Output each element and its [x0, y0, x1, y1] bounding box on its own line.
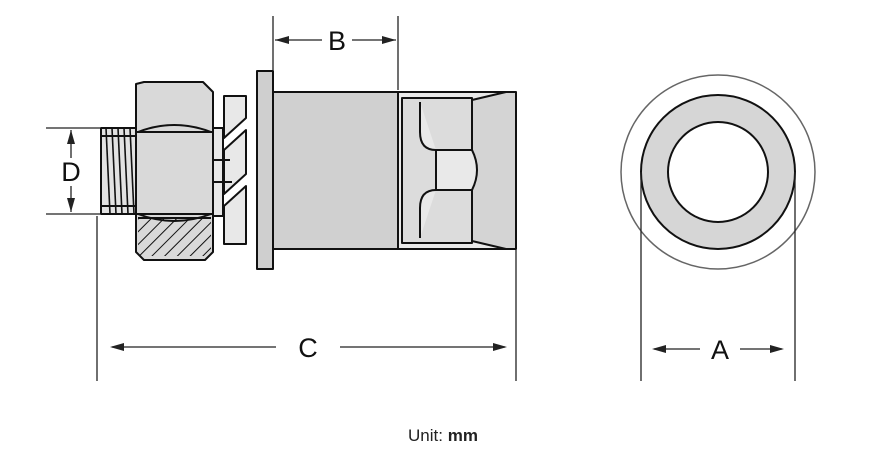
label-c: C — [298, 333, 318, 363]
dimension-c — [96, 216, 517, 381]
dimension-b — [272, 16, 399, 90]
hex-nut — [135, 81, 214, 261]
spring-washer — [212, 95, 247, 245]
flat-washer — [256, 70, 274, 270]
front-view — [620, 74, 816, 270]
unit-value: mm — [447, 426, 478, 445]
unit-label: Unit: — [408, 426, 443, 445]
dimension-lines — [46, 16, 796, 381]
unit-note: Unit: mm — [0, 426, 886, 446]
label-b: B — [328, 26, 346, 56]
sleeve-body — [272, 91, 399, 250]
label-d: D — [61, 157, 81, 187]
dimension-d — [46, 127, 100, 215]
nut-section-hatch — [138, 218, 211, 256]
label-a: A — [711, 335, 729, 365]
dimension-a — [640, 172, 796, 381]
side-view — [100, 70, 517, 270]
inner-bore-circle — [667, 121, 769, 223]
cone-nut — [471, 91, 517, 250]
